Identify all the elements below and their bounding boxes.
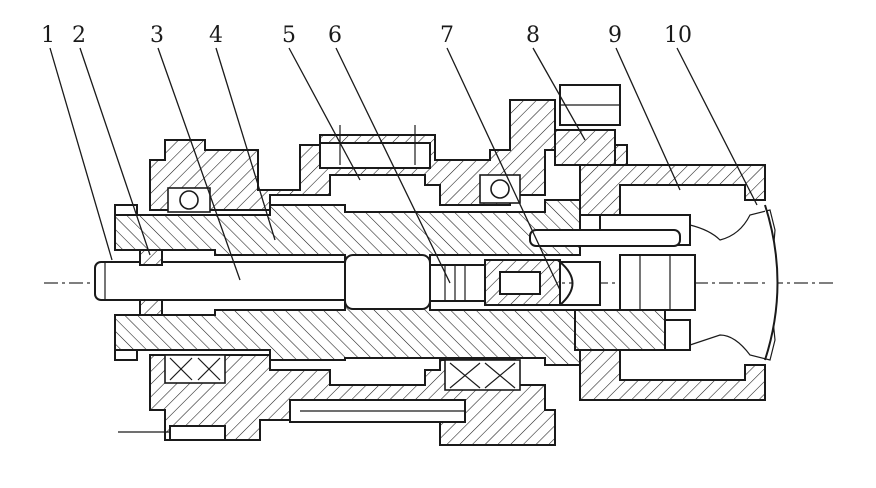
callout-1: 1	[41, 23, 55, 48]
leader-10	[676, 47, 758, 206]
rear-bearing-upper	[479, 174, 521, 204]
callout-2: 2	[72, 23, 86, 48]
front-bearing-upper	[167, 187, 211, 213]
callout-numbers: 1 2 3 4 5 6 7 8 9 10	[41, 23, 692, 48]
rear-bearing-lower	[444, 359, 521, 391]
leader-2	[79, 47, 151, 256]
leader-4	[215, 47, 276, 241]
callout-4: 4	[209, 23, 223, 48]
leader-3	[157, 47, 241, 281]
leader-lines	[49, 47, 758, 291]
spindle-body	[114, 199, 581, 366]
leader-9	[615, 47, 681, 191]
chuck-body	[529, 164, 779, 401]
callout-3: 3	[150, 23, 164, 48]
leader-7	[446, 47, 561, 291]
front-bearing-lower	[164, 354, 226, 384]
callout-5: 5	[282, 23, 296, 48]
leader-6	[335, 47, 451, 284]
callout-9: 9	[608, 23, 622, 48]
leader-8	[532, 47, 586, 141]
leader-1	[49, 47, 113, 261]
disc-spring-stack	[429, 259, 601, 306]
leader-5	[288, 47, 361, 181]
drive-gear	[554, 84, 628, 166]
callout-7: 7	[440, 23, 454, 48]
callout-8: 8	[526, 23, 540, 48]
housing-upper	[149, 99, 556, 211]
collet	[619, 254, 696, 311]
callout-10: 10	[664, 23, 692, 48]
callout-6: 6	[328, 23, 342, 48]
lock-nut	[114, 204, 163, 361]
